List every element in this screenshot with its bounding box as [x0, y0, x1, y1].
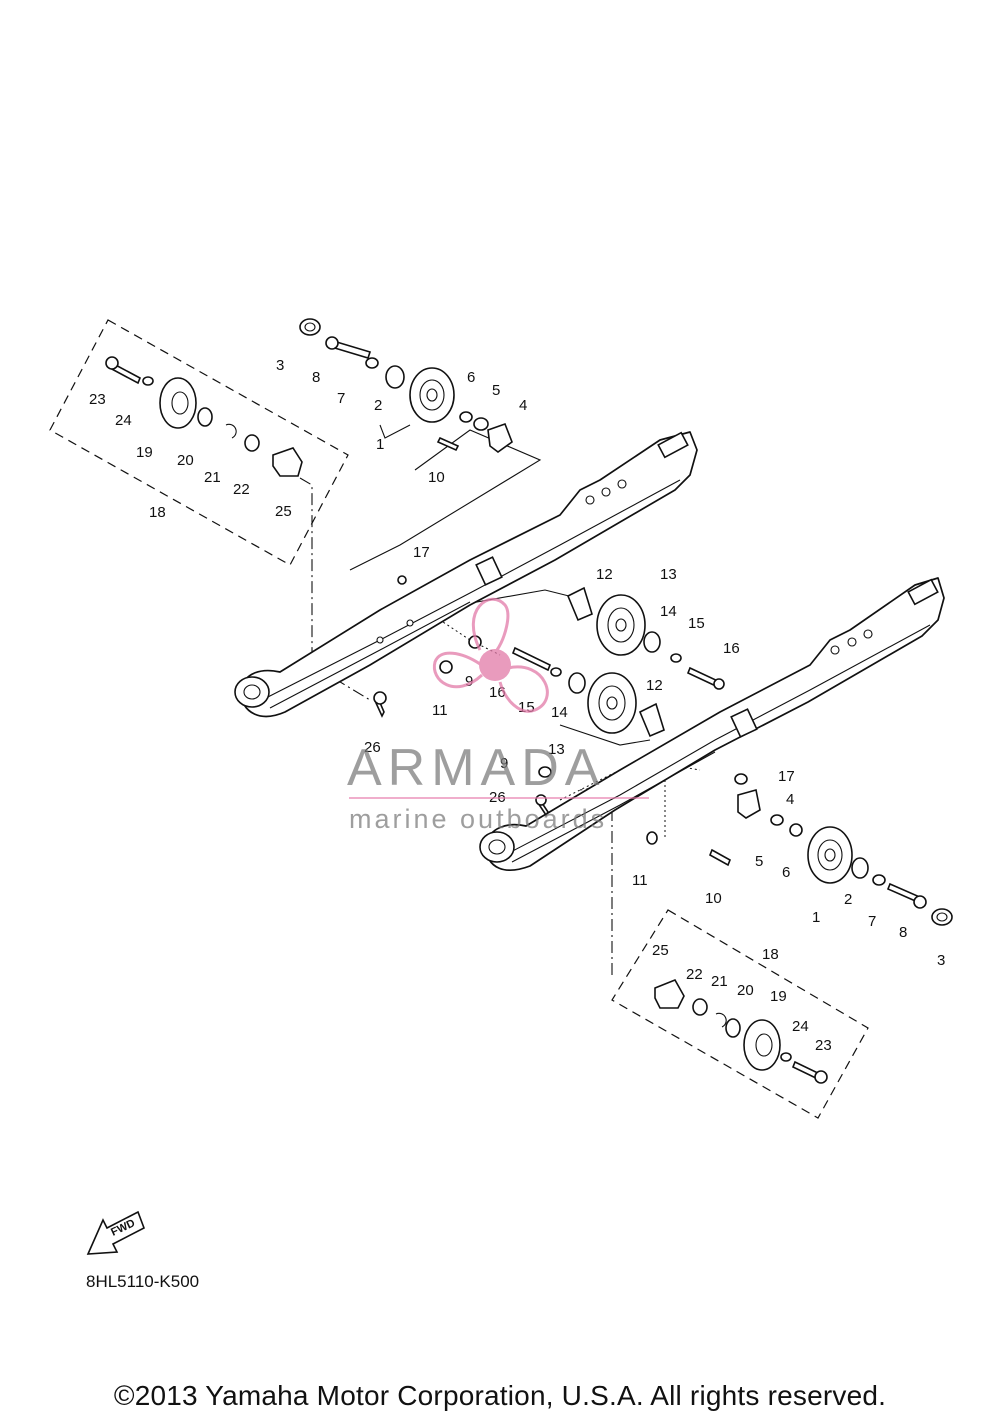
callout-left-4: 4 [519, 397, 527, 414]
idler-kit-right [654, 978, 828, 1084]
callout-right-22: 22 [686, 966, 703, 983]
callout-right-13: 13 [548, 741, 565, 758]
callout-right-9: 9 [500, 755, 508, 772]
callout-left-14: 14 [660, 603, 677, 620]
callout-right-6: 6 [782, 864, 790, 881]
callout-left-10: 10 [428, 469, 445, 486]
fwd-arrow-icon: FWD [86, 1210, 145, 1255]
watermark-brand: ARMADA [347, 739, 606, 797]
slide-rail-left [234, 431, 698, 718]
copyright-notice: ©2013 Yamaha Motor Corporation, U.S.A. A… [113, 1380, 887, 1411]
callout-left-26: 26 [364, 739, 381, 756]
callout-left-11: 11 [432, 702, 448, 719]
callout-right-18: 18 [762, 946, 779, 963]
callout-left-5: 5 [492, 382, 500, 399]
callout-left-8: 8 [312, 369, 320, 386]
callout-right-12: 12 [646, 677, 663, 694]
callout-right-7: 7 [868, 913, 876, 930]
callout-left-18: 18 [149, 504, 166, 521]
wheel-assembly-right-lower [535, 766, 953, 926]
callout-left-20: 20 [177, 452, 194, 469]
callout-right-20: 20 [737, 982, 754, 999]
callout-left-19: 19 [136, 444, 153, 461]
callouts-right: 1 2 3 4 5 6 7 8 9 10 11 12 13 14 15 16 1… [489, 677, 945, 1054]
callout-left-13: 13 [660, 566, 677, 583]
callout-right-14: 14 [551, 704, 568, 721]
callout-right-8: 8 [899, 924, 907, 941]
callout-right-3: 3 [937, 952, 945, 969]
callout-left-23: 23 [89, 391, 106, 408]
callout-right-25: 25 [652, 942, 669, 959]
bracket-right-mid [559, 724, 651, 746]
wheel-assembly-center [373, 575, 725, 738]
callout-left-24: 24 [115, 412, 132, 429]
callout-right-24: 24 [792, 1018, 809, 1035]
assembly-line-left-kit [299, 477, 371, 701]
callout-right-2: 2 [844, 891, 852, 908]
callout-left-2: 2 [374, 397, 382, 414]
callout-right-5: 5 [755, 853, 763, 870]
idler-kit-left [105, 356, 303, 477]
callout-left-9: 9 [465, 673, 473, 690]
callout-left-1: 1 [376, 436, 384, 453]
callout-left-12: 12 [596, 566, 613, 583]
callout-left-21: 21 [204, 469, 221, 486]
callout-right-10: 10 [705, 890, 722, 907]
callouts-left: 1 2 3 4 5 6 7 8 9 10 11 12 13 14 15 16 1… [89, 357, 740, 756]
kit-box-right [611, 909, 869, 1119]
watermark-logo-icon [432, 597, 549, 713]
callout-left-6: 6 [467, 369, 475, 386]
callout-left-22: 22 [233, 481, 250, 498]
callout-left-25: 25 [275, 503, 292, 520]
callout-right-15: 15 [518, 699, 535, 716]
watermark-tagline: marine outboards [349, 804, 608, 834]
callout-right-19: 19 [770, 988, 787, 1005]
callout-left-17: 17 [413, 544, 430, 561]
callout-right-1: 1 [812, 909, 820, 926]
callout-right-11: 11 [632, 872, 648, 889]
callout-right-23: 23 [815, 1037, 832, 1054]
callout-left-15: 15 [688, 615, 705, 632]
wheel-assembly-left-upper [299, 318, 513, 453]
drawing-code: 8HL5110-K500 [86, 1272, 200, 1291]
callout-right-21: 21 [711, 973, 728, 990]
callout-left-16: 16 [723, 640, 740, 657]
watermark-divider [349, 797, 649, 799]
callout-right-4: 4 [786, 791, 794, 808]
kit-box-left [49, 319, 349, 566]
callout-right-17: 17 [778, 768, 795, 785]
callout-left-3: 3 [276, 357, 284, 374]
callout-left-7: 7 [337, 390, 345, 407]
